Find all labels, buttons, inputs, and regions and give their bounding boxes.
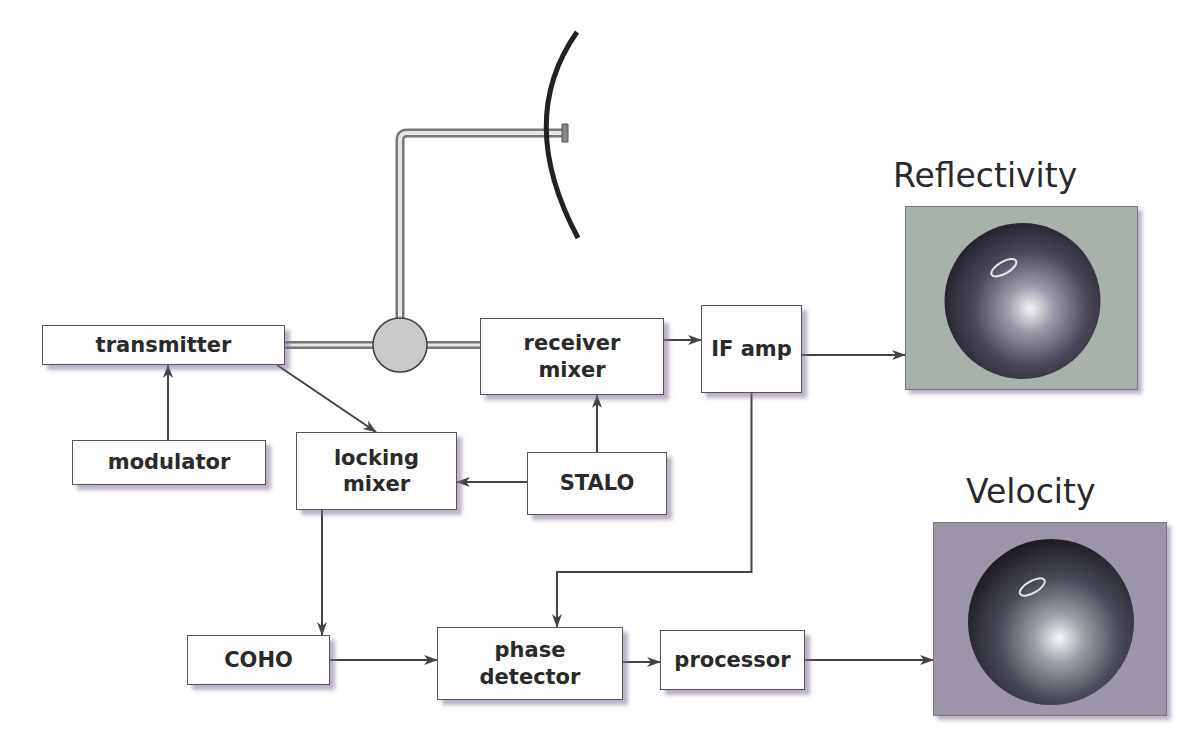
box-label: receiver mixer xyxy=(481,330,663,383)
process-box: IF amp xyxy=(701,305,802,393)
box-label: processor xyxy=(668,647,796,673)
signal-connector xyxy=(623,662,660,663)
process-box: modulator xyxy=(72,440,266,485)
dish-reflector xyxy=(546,32,578,238)
connector-line xyxy=(596,395,598,452)
connector-line xyxy=(805,659,933,661)
signal-connector xyxy=(330,660,437,661)
feed-horn xyxy=(562,124,568,142)
process-box: transmitter xyxy=(42,325,285,365)
sphere xyxy=(945,223,1101,379)
connector-line xyxy=(802,354,905,356)
box-label: COHO xyxy=(218,647,299,673)
process-box: phase detector xyxy=(437,627,623,700)
sphere-image xyxy=(934,523,1168,717)
signal-connector xyxy=(322,510,323,635)
scope-panel xyxy=(905,206,1138,390)
sphere-image xyxy=(906,207,1139,391)
box-label: modulator xyxy=(102,449,236,475)
display-screen: Reflectivity xyxy=(893,156,1143,394)
box-label: STALO xyxy=(554,470,641,496)
process-box: receiver mixer xyxy=(480,318,664,395)
process-box: processor xyxy=(660,630,805,690)
display-screen: Velocity xyxy=(930,472,1170,718)
scope-panel xyxy=(933,522,1167,716)
display-heading: Reflectivity xyxy=(893,156,1077,195)
box-label: phase detector xyxy=(438,637,622,690)
sphere xyxy=(968,539,1134,705)
signal-connector xyxy=(664,340,701,341)
connector-line xyxy=(277,365,376,432)
display-heading: Velocity xyxy=(966,472,1095,511)
signal-connector xyxy=(168,365,169,440)
signal-connector xyxy=(457,482,527,483)
signal-connector xyxy=(597,395,598,452)
waveguide xyxy=(400,133,562,345)
signal-connector xyxy=(805,660,933,661)
signal-connector xyxy=(277,365,376,432)
process-box: STALO xyxy=(527,452,667,515)
echo-outline xyxy=(1017,575,1047,599)
signal-connector xyxy=(802,355,905,356)
duplexer xyxy=(373,318,427,372)
echo-outline xyxy=(989,256,1019,280)
connector-line xyxy=(321,510,323,635)
connector-line xyxy=(623,661,660,663)
box-label: IF amp xyxy=(705,336,798,362)
connector-line xyxy=(167,365,169,440)
connector-line xyxy=(330,659,437,661)
box-label: transmitter xyxy=(90,332,238,358)
waveguide-inner xyxy=(400,133,562,345)
process-box: locking mixer xyxy=(296,432,457,510)
connector-line xyxy=(664,339,701,341)
box-label: locking mixer xyxy=(297,445,456,498)
connector-line xyxy=(457,481,527,483)
process-box: COHO xyxy=(187,635,330,685)
